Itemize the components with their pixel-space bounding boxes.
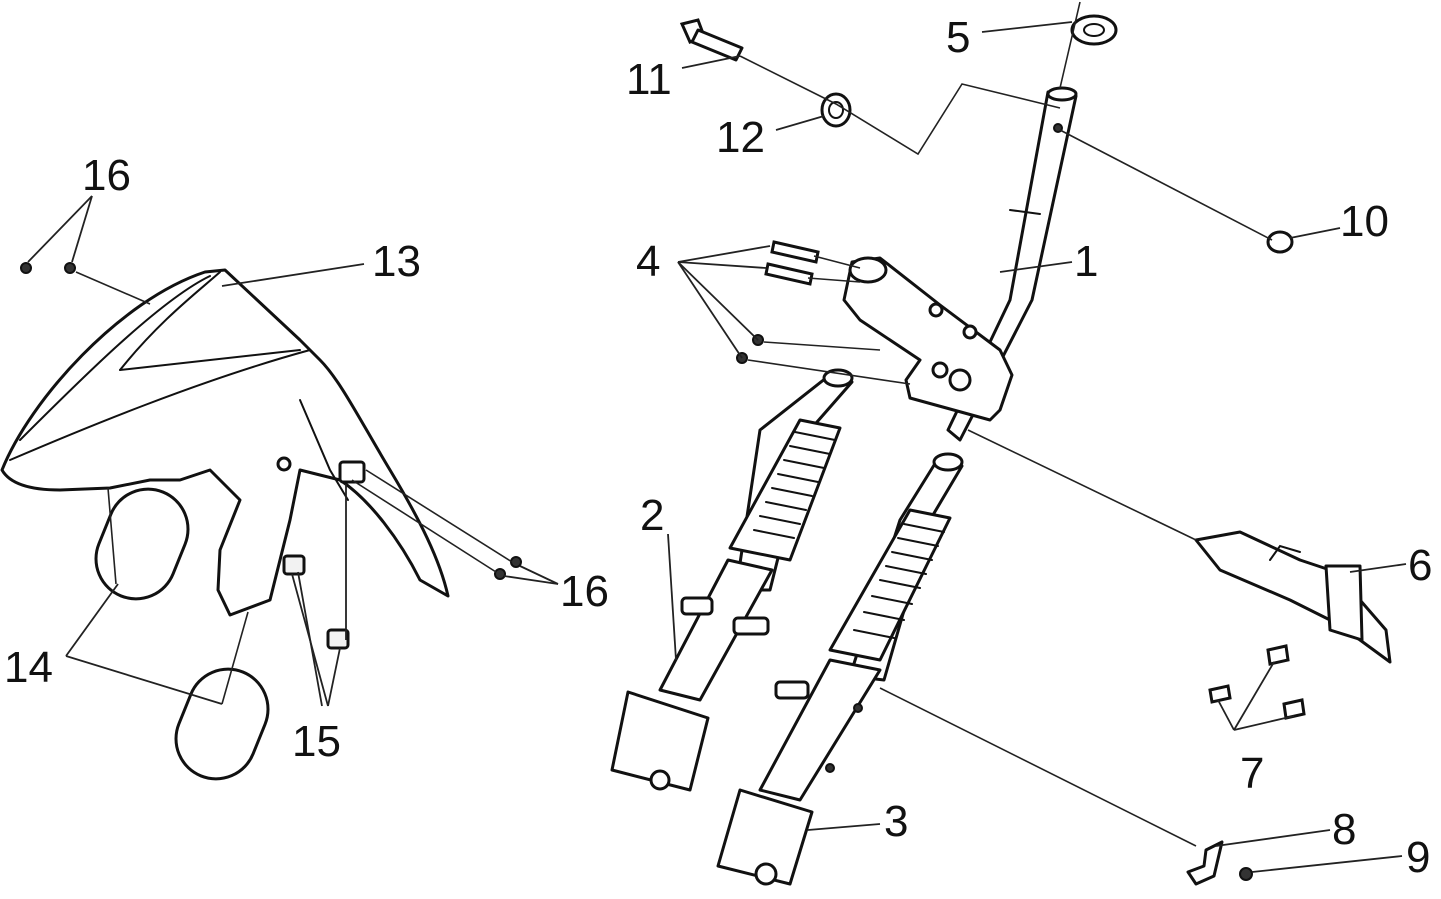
callout-11: 11 (626, 55, 672, 104)
callout-12: 12 (716, 113, 765, 162)
assembly-lines (75, 1, 1273, 847)
fork-leg-right (716, 452, 964, 886)
leader-lines (27, 21, 1407, 873)
front-fender (0, 268, 450, 617)
bracket-bolts (1208, 644, 1306, 720)
callout-8: 8 (1332, 805, 1356, 854)
bracket-8 (1186, 840, 1224, 886)
bolt-11 (679, 18, 744, 62)
fork-bracket (842, 256, 1014, 422)
headlight-bracket (1194, 530, 1392, 664)
callout-1: 1 (1074, 237, 1098, 286)
callout-9: 9 (1406, 833, 1430, 882)
callout-16-top: 16 (82, 151, 131, 200)
callout-4: 4 (636, 237, 660, 286)
callout-6: 6 (1408, 541, 1432, 590)
screws-16 (20, 262, 522, 580)
bearing-5 (1070, 14, 1118, 46)
screw-9 (1239, 867, 1253, 881)
callout-labels: 1 2 3 4 5 6 7 8 9 10 11 12 13 14 15 16 1… (4, 13, 1432, 882)
nut-12 (820, 92, 852, 128)
callout-2: 2 (640, 491, 664, 540)
callout-3: 3 (884, 797, 908, 846)
steering-stem (946, 86, 1078, 442)
callout-7: 7 (1240, 749, 1264, 798)
callout-10: 10 (1340, 197, 1389, 246)
callout-16-right: 16 (560, 567, 609, 616)
fork-leg-left (610, 368, 854, 792)
callout-15: 15 (292, 717, 341, 766)
callout-13: 13 (372, 237, 421, 286)
fender-clips (282, 554, 350, 650)
nut-10 (1266, 230, 1294, 254)
callout-5: 5 (946, 13, 970, 62)
callout-14: 14 (4, 643, 53, 692)
